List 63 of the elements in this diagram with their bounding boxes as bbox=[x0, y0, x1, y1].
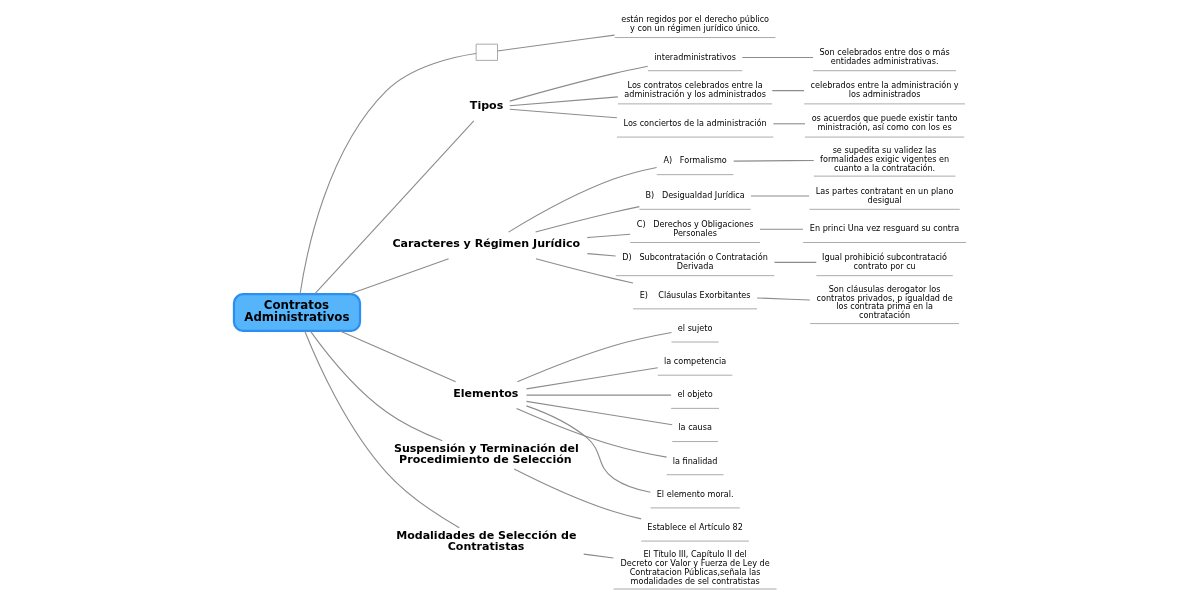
node-text: Son cláusulas derogator los contratos privados, p igualdad de los contrata prima en la contratación bbox=[816, 283, 953, 321]
connector bbox=[535, 258, 634, 284]
node-box bbox=[475, 43, 498, 61]
node-text: Caracteres y Régimen Jurídico bbox=[392, 237, 581, 251]
connector bbox=[750, 195, 810, 197]
connector bbox=[509, 108, 618, 119]
connector bbox=[516, 407, 668, 458]
connector bbox=[314, 120, 475, 295]
node-text: Establece el Artículo 82 bbox=[647, 521, 743, 532]
node-text: El elemento moral. bbox=[656, 488, 734, 499]
node-text: El Título III, Capítulo II del Decreto cor Valor y Fuerza de Ley de Contratacion Públicas,señala las modalidades de sel contratistas bbox=[620, 549, 770, 586]
connector bbox=[509, 65, 649, 102]
node-text: D) Subcontratación o Contratación Derivada bbox=[622, 252, 768, 271]
node-text: Elementos bbox=[453, 386, 519, 400]
connector bbox=[759, 228, 804, 230]
connector bbox=[339, 330, 457, 383]
node-text: están regidos por el derecho público y con un régimen jurídico único. bbox=[621, 13, 770, 33]
connector bbox=[583, 553, 614, 559]
connector bbox=[773, 261, 817, 263]
node-text: Suspensión y Terminación del Procedimiento de Selección bbox=[393, 441, 579, 466]
connector bbox=[309, 330, 443, 442]
connector bbox=[349, 258, 450, 295]
node-text: la finalidad bbox=[672, 455, 718, 466]
connector bbox=[771, 90, 805, 92]
connector bbox=[509, 96, 619, 107]
connector bbox=[772, 123, 806, 125]
node-text: Modalidades de Selección de Contratistas bbox=[396, 528, 577, 553]
connector bbox=[525, 405, 651, 493]
connector bbox=[299, 52, 477, 295]
connector bbox=[525, 394, 672, 396]
node-text: Igual prohibició subcontratació contrato por cu bbox=[822, 252, 948, 271]
node-text: la causa bbox=[678, 422, 712, 433]
node-text: Los contratos celebrados entre la administración y los administrados bbox=[624, 80, 766, 100]
node-text: se supedita su validez las formalidades exigic vigentes en cuanto a la contratación. bbox=[820, 145, 950, 173]
connector bbox=[756, 297, 811, 301]
connector bbox=[586, 253, 617, 257]
node-text: Los conciertos de la administración bbox=[623, 117, 767, 128]
node-text: interadministrativos bbox=[654, 51, 736, 62]
node-text: Son celebrados entre dos o más entidades administrativas. bbox=[819, 47, 950, 66]
node-text: A) Formalismo bbox=[663, 155, 727, 166]
node-text: E) Cláusulas Exorbitantes bbox=[639, 289, 751, 300]
connector bbox=[535, 206, 640, 233]
connector bbox=[497, 34, 616, 52]
connector bbox=[525, 367, 659, 390]
node-text: el objeto bbox=[677, 389, 713, 400]
node-text: os acuerdos que puede existir tanto ministración, así como con los es bbox=[811, 113, 958, 133]
node-text: la competencia bbox=[664, 355, 727, 366]
node-text: C) Derechos y Obligaciones Personales bbox=[636, 218, 754, 238]
node-text: Las partes contratant en un plano desigual bbox=[815, 185, 954, 205]
node-box: Contratos Administrativos bbox=[232, 293, 362, 333]
connector bbox=[304, 330, 460, 529]
connector bbox=[525, 400, 673, 426]
connector bbox=[513, 468, 642, 520]
node-text: el sujeto bbox=[677, 322, 713, 333]
connector bbox=[516, 331, 673, 383]
node-text: B) Desigualdad Jurídica bbox=[645, 190, 745, 201]
node-text: En princi Una vez resguard su contra bbox=[809, 223, 960, 234]
connector bbox=[508, 166, 658, 233]
connector bbox=[733, 159, 815, 162]
node-text: Tipos bbox=[469, 99, 504, 113]
connector bbox=[586, 233, 631, 239]
node-text: celebrados entre la administración y los administrados bbox=[810, 80, 959, 100]
connector bbox=[741, 56, 814, 58]
